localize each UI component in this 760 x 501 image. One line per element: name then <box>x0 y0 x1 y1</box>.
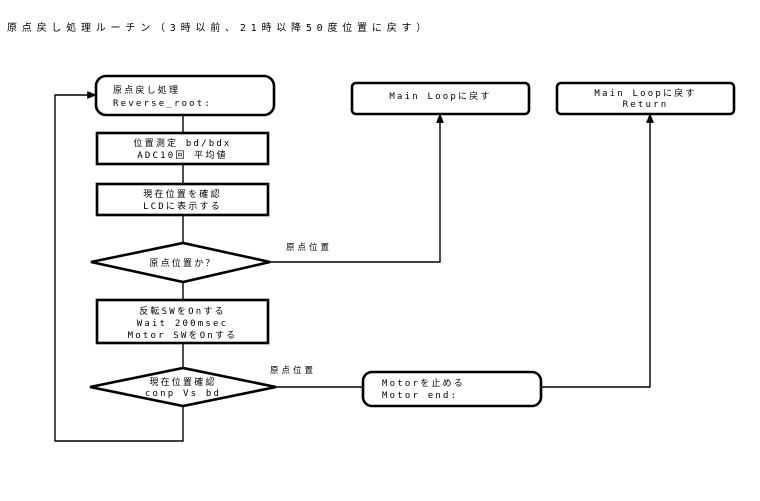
node-reverse-sw-line3: Motor SWをOnする <box>128 330 238 341</box>
terminator-shape <box>94 74 276 117</box>
node-reverse-sw-line1: 反転SWをOnする <box>139 306 225 317</box>
node-reverse-sw: 反転SWをOnする Wait 200msec Motor SWをOnする <box>95 298 270 345</box>
terminator-shape <box>361 370 543 408</box>
node-main-loop-1: Main Loopに戻す <box>350 81 531 116</box>
process-shape <box>95 182 270 217</box>
node-measure: 位置測定 bd/bdx ADC10回 平均値 <box>95 131 270 166</box>
node-measure-line2: ADC10回 平均値 <box>137 149 228 161</box>
node-position-check: 現在位置確認 conp Vs bd <box>89 366 277 408</box>
edge-origin-yes-to-main-loop <box>270 113 444 263</box>
node-main-loop-2-line1: Main Loopに戻す <box>594 87 696 99</box>
node-main-loop-2: Main Loopに戻す Return <box>555 81 736 116</box>
node-motor-stop-line1: Motorを止める <box>382 377 465 389</box>
node-confirm-lcd-line1: 現在位置を確認 <box>143 188 221 200</box>
node-confirm-lcd-line2: LCDに表示する <box>143 200 222 212</box>
node-motor-stop: Motorを止める Motor end: <box>361 370 543 408</box>
terminator-shape <box>555 81 736 116</box>
node-position-check-line1: 現在位置確認 <box>149 376 216 388</box>
node-start-line1: 原点戻し処理 <box>113 84 180 96</box>
edge-label-origin-yes: 原点位置 <box>286 242 332 253</box>
node-origin-check: 原点位置か？ <box>90 241 271 284</box>
node-start-line2: Reverse_root: <box>113 99 212 109</box>
connectors <box>54 91 654 442</box>
edge-label-position-yes: 原点位置 <box>270 365 316 376</box>
node-main-loop-1-line1: Main Loopに戻す <box>389 90 491 102</box>
edge-loop-back-to-start <box>54 91 184 442</box>
decision-shape <box>90 241 271 284</box>
node-main-loop-2-line2: Return <box>623 100 669 110</box>
node-start: 原点戻し処理 Reverse_root: <box>94 74 276 117</box>
page-title: 原点戻し処理ルーチン（3時以前、21時以降50度位置に戻す） <box>7 21 431 34</box>
decision-shape <box>89 366 277 408</box>
process-shape <box>95 298 270 345</box>
edge-motor-stop-to-main-loop-return <box>541 113 654 388</box>
process-shape <box>95 131 270 166</box>
node-motor-stop-line2: Motor end: <box>382 391 458 401</box>
node-measure-line1: 位置測定 bd/bdx <box>133 137 231 149</box>
node-confirm-lcd: 現在位置を確認 LCDに表示する <box>95 182 270 217</box>
node-origin-check-line1: 原点位置か？ <box>149 257 216 269</box>
terminator-shape <box>350 81 531 116</box>
node-position-check-line2: conp Vs bd <box>145 389 221 399</box>
node-reverse-sw-line2: Wait 200msec <box>137 319 228 329</box>
